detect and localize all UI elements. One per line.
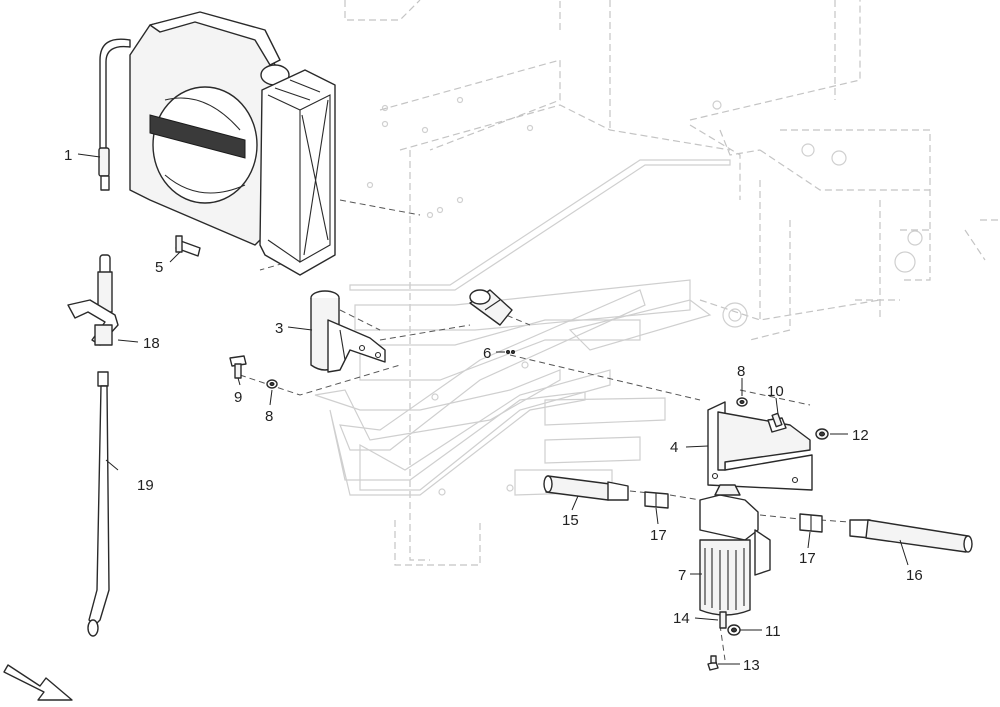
callout-5: 5: [155, 259, 163, 276]
callout-9: 9: [234, 389, 242, 406]
callout-11: 11: [765, 623, 781, 640]
callout-18: 18: [143, 335, 160, 352]
callout-8-left: 8: [265, 408, 273, 425]
callout-10: 10: [767, 383, 784, 400]
callout-6: 6: [483, 345, 491, 362]
filter-assembly-7: [699, 484, 771, 671]
callout-4: 4: [670, 439, 678, 456]
bolt-9-washer-8: [229, 355, 278, 389]
callout-13: 13: [743, 657, 760, 674]
outlet-hose-16: [849, 519, 973, 553]
callout-19: 19: [137, 477, 154, 494]
callout-12: 12: [852, 427, 869, 444]
mounting-plates-ghost: [314, 159, 731, 496]
fittings-17: [644, 491, 823, 533]
callout-leaders: [77, 153, 909, 665]
callout-3: 3: [275, 320, 283, 337]
arrow-down-right-icon: [3, 664, 73, 701]
bolt-5: [175, 235, 201, 257]
callout-1: 1: [64, 147, 72, 164]
callout-14: 14: [673, 610, 690, 627]
machine-frame-ghost: [344, 0, 1000, 566]
callout-labels: 1 5 3 18 9 8 19 6 8 10 12 4 15 17 17 16 …: [64, 147, 923, 674]
callout-16: 16: [906, 567, 923, 584]
inlet-hose-15: [543, 475, 629, 501]
clamp-bracket-3: [310, 290, 386, 373]
filter-bracket-4: [707, 401, 813, 491]
callout-17-right: 17: [799, 550, 816, 567]
strainer-insert-6: [469, 289, 515, 354]
callout-15: 15: [562, 512, 579, 529]
callout-17-left: 17: [650, 527, 667, 544]
callout-8-right: 8: [737, 363, 745, 380]
assembly-lines: [239, 199, 851, 661]
dipstick-filler: [67, 254, 119, 637]
callout-7: 7: [678, 567, 686, 584]
fasteners-8-10-12: [736, 397, 829, 440]
oil-reservoir-tank: [98, 11, 336, 276]
